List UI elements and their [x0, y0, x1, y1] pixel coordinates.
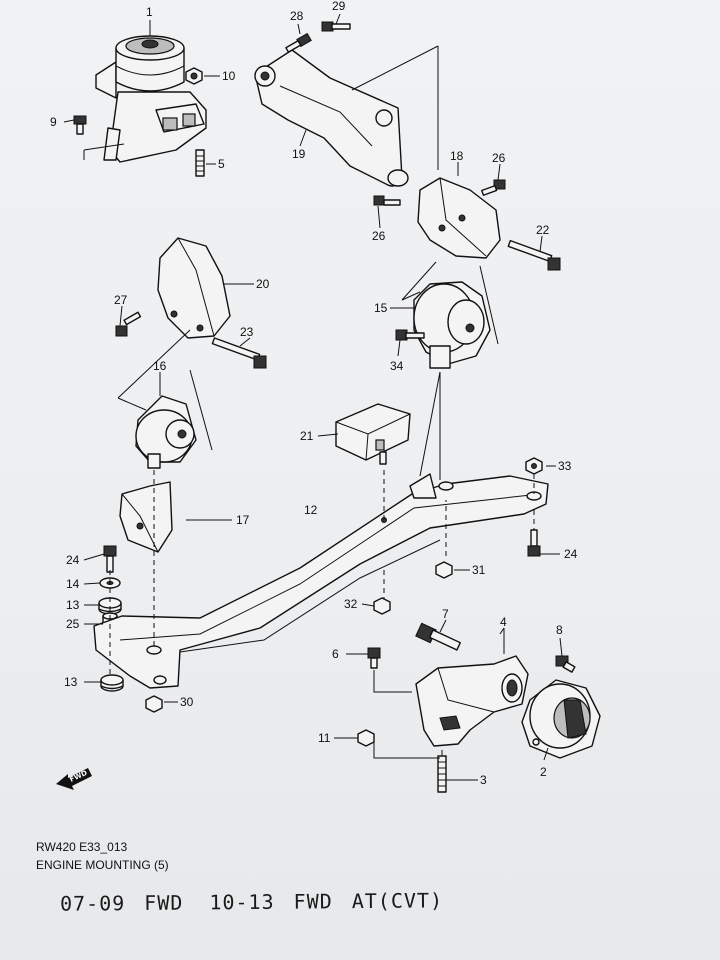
part-23-bolt — [211, 337, 267, 369]
part-6-bolt — [367, 647, 381, 669]
callout-9: 9 — [50, 115, 57, 129]
part-26-bolt — [481, 179, 506, 196]
part-29-bolt — [321, 21, 351, 32]
callout-29: 29 — [332, 0, 346, 13]
part-12-crossmember — [93, 473, 549, 689]
part-24-bolt — [527, 529, 541, 557]
callout-33: 33 — [558, 459, 572, 473]
diagram-title: ENGINE MOUNTING (5) — [36, 858, 169, 872]
callout-12: 12 — [304, 503, 318, 517]
part-19-bracket — [254, 49, 409, 187]
leader-line — [373, 738, 440, 759]
part-2-mount — [521, 679, 601, 759]
callout-26-top: 26 — [492, 151, 506, 165]
callout-28: 28 — [290, 9, 304, 23]
leader-line — [401, 291, 421, 301]
callout-10: 10 — [222, 69, 236, 83]
callout-23: 23 — [240, 325, 254, 339]
callout-8: 8 — [556, 623, 563, 637]
part-8-bolt — [555, 655, 576, 673]
part-5-stud — [195, 149, 205, 177]
callout-25: 25 — [66, 617, 80, 631]
leader-line — [419, 371, 441, 477]
callout-4: 4 — [500, 615, 507, 629]
callout-3: 3 — [480, 773, 487, 787]
handwritten-note: 07-09 FWD 10-13 FWD AT(CVT) — [60, 888, 443, 915]
part-3-stud — [437, 755, 447, 793]
part-16-mount — [135, 395, 197, 469]
fwd-arrow-icon: FWD — [56, 768, 92, 790]
callout-15: 15 — [374, 301, 388, 315]
part-17-bracket — [119, 481, 173, 553]
handwritten-note-right: 10-13 FWD AT(CVT) — [209, 888, 444, 915]
callout-31: 31 — [472, 563, 486, 577]
part-11-nut — [357, 729, 375, 747]
callout-7: 7 — [442, 607, 449, 621]
part-7-bolt — [415, 622, 461, 651]
part-4-bracket — [415, 655, 529, 747]
part-33-nut — [525, 457, 543, 475]
handwritten-note-left: 07-09 FWD — [59, 890, 184, 916]
leader-line — [117, 329, 191, 399]
callout-34: 34 — [390, 359, 404, 373]
part-15-mount — [413, 281, 491, 369]
part-24-bolt — [103, 545, 117, 573]
part-26-bolt — [373, 195, 401, 206]
part-32-nut — [373, 597, 391, 615]
callout-30: 30 — [180, 695, 194, 709]
part-18-bracket — [417, 177, 501, 259]
leader-line — [479, 265, 499, 345]
leader-line — [189, 369, 213, 451]
callout-27: 27 — [114, 293, 128, 307]
callout-16: 16 — [153, 359, 167, 373]
leader-line — [117, 397, 147, 411]
callout-19: 19 — [292, 147, 306, 161]
callout-24-left: 24 — [66, 553, 80, 567]
part-28-bolt — [285, 32, 312, 53]
callout-11: 11 — [318, 731, 331, 745]
leader-line — [351, 45, 439, 91]
callout-26-left: 26 — [372, 229, 386, 243]
part-1-engine-mount — [95, 35, 207, 163]
callout-13-top: 13 — [66, 598, 80, 612]
callout-20: 20 — [256, 277, 270, 291]
part-31-nut — [435, 561, 453, 579]
part-34-bolt — [395, 329, 425, 341]
callout-32: 32 — [344, 597, 358, 611]
callout-24-right: 24 — [564, 547, 578, 561]
part-9-bolt — [73, 115, 87, 135]
callout-14: 14 — [66, 577, 80, 591]
leader-line — [373, 670, 412, 693]
part-20-bracket — [157, 237, 231, 339]
callout-1: 1 — [146, 5, 153, 19]
part-10-nut — [185, 67, 203, 85]
callout-6: 6 — [332, 647, 339, 661]
part-27-bolt — [115, 311, 142, 337]
diagram-code: RW420 E33_013 — [36, 840, 128, 854]
callout-22: 22 — [536, 223, 550, 237]
part-30-nut — [145, 695, 163, 713]
part-13-cushion — [100, 674, 124, 692]
callout-5: 5 — [218, 157, 225, 171]
callout-2: 2 — [540, 765, 547, 779]
part-22-bolt — [507, 239, 561, 271]
part-21-damper — [335, 403, 411, 465]
callout-17: 17 — [236, 513, 250, 527]
leader-line — [401, 261, 437, 301]
callout-21: 21 — [300, 429, 314, 443]
callout-leaders — [63, 13, 563, 781]
leader-line — [83, 143, 125, 151]
callout-13-bottom: 13 — [64, 675, 78, 689]
callout-18: 18 — [450, 149, 464, 163]
